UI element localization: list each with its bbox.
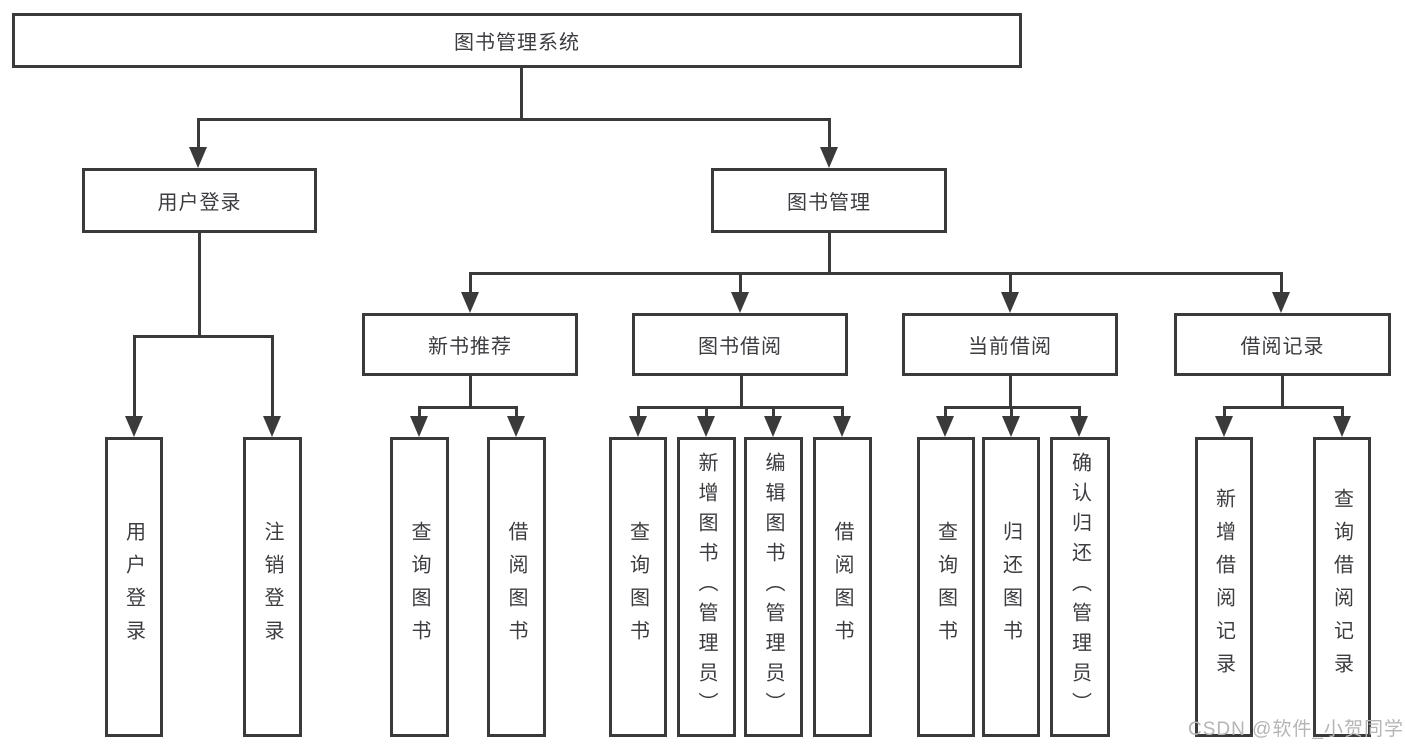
arrow-to-leaf-current-query xyxy=(936,406,954,437)
arrow-to-leaf-recommend-borrow xyxy=(507,406,525,437)
leaf-borrowing-query-books: 查询图书 xyxy=(609,437,667,737)
connector-branch-book-management xyxy=(469,272,1283,275)
node-book-borrowing: 图书借阅 xyxy=(632,313,848,376)
connector-branch-new-book-recommend xyxy=(418,406,517,409)
leaf-current-confirm-return-admin: 确认归还（管理员） xyxy=(1050,437,1110,737)
arrow-to-leaf-recommend-query xyxy=(410,406,428,437)
leaf-records-query-record: 查询借阅记录 xyxy=(1313,437,1371,737)
leaf-borrowing-borrow-books: 借阅图书 xyxy=(813,437,872,737)
node-current-borrowing: 当前借阅 xyxy=(902,313,1118,376)
node-borrowing-records: 借阅记录 xyxy=(1174,313,1391,376)
node-book-management: 图书管理 xyxy=(711,168,947,233)
connector-trunk-user-login xyxy=(198,233,201,337)
connector-trunk-root xyxy=(520,68,523,120)
leaf-logout: 注销登录 xyxy=(243,437,302,737)
arrow-to-borrowing-records xyxy=(1272,272,1290,313)
connector-trunk-book-management xyxy=(828,233,831,274)
connector-trunk-borrowing-records xyxy=(1281,376,1284,409)
arrow-to-leaf-logout xyxy=(263,335,281,437)
arrow-to-leaf-borrowing-edit xyxy=(764,406,782,437)
arrow-to-leaf-records-query xyxy=(1333,406,1351,437)
leaf-records-add-record: 新增借阅记录 xyxy=(1195,437,1253,737)
arrow-to-leaf-current-return xyxy=(1002,406,1020,437)
arrow-to-user-login xyxy=(189,118,207,168)
arrow-to-leaf-borrowing-query xyxy=(629,406,647,437)
arrow-to-book-borrowing xyxy=(731,272,749,313)
leaf-recommend-query-books: 查询图书 xyxy=(390,437,449,737)
arrow-to-leaf-user-login xyxy=(125,335,143,437)
arrow-to-new-book-recommend xyxy=(461,272,479,313)
arrow-to-leaf-records-add xyxy=(1215,406,1233,437)
connector-trunk-current-borrowing xyxy=(1009,376,1012,408)
arrow-to-leaf-current-confirm xyxy=(1070,406,1088,437)
leaf-user-login: 用户登录 xyxy=(105,437,163,737)
arrow-to-leaf-borrowing-add xyxy=(697,406,715,437)
connector-trunk-book-borrowing xyxy=(740,376,743,408)
leaf-borrowing-edit-books-admin: 编辑图书（管理员） xyxy=(744,437,803,737)
node-new-book-recommend: 新书推荐 xyxy=(362,313,578,376)
leaf-current-query-books: 查询图书 xyxy=(917,437,975,737)
leaf-recommend-borrow-books: 借阅图书 xyxy=(487,437,546,737)
leaf-borrowing-add-books-admin: 新增图书（管理员） xyxy=(677,437,736,737)
connector-branch-level2 xyxy=(197,118,831,121)
arrow-to-book-management xyxy=(820,118,838,168)
connector-trunk-new-book-recommend xyxy=(469,376,472,408)
leaf-current-return-books: 归还图书 xyxy=(982,437,1040,737)
arrow-to-leaf-borrowing-borrow xyxy=(833,406,851,437)
connector-branch-borrowing-records xyxy=(1223,406,1344,409)
csdn-watermark: CSDN @软件_小贺同学 xyxy=(1188,719,1404,740)
node-root-system: 图书管理系统 xyxy=(12,13,1022,68)
connector-branch-book-borrowing xyxy=(637,406,843,409)
connector-branch-user-login xyxy=(133,335,274,338)
node-user-login: 用户登录 xyxy=(82,168,317,233)
arrow-to-current-borrowing xyxy=(1001,272,1019,313)
